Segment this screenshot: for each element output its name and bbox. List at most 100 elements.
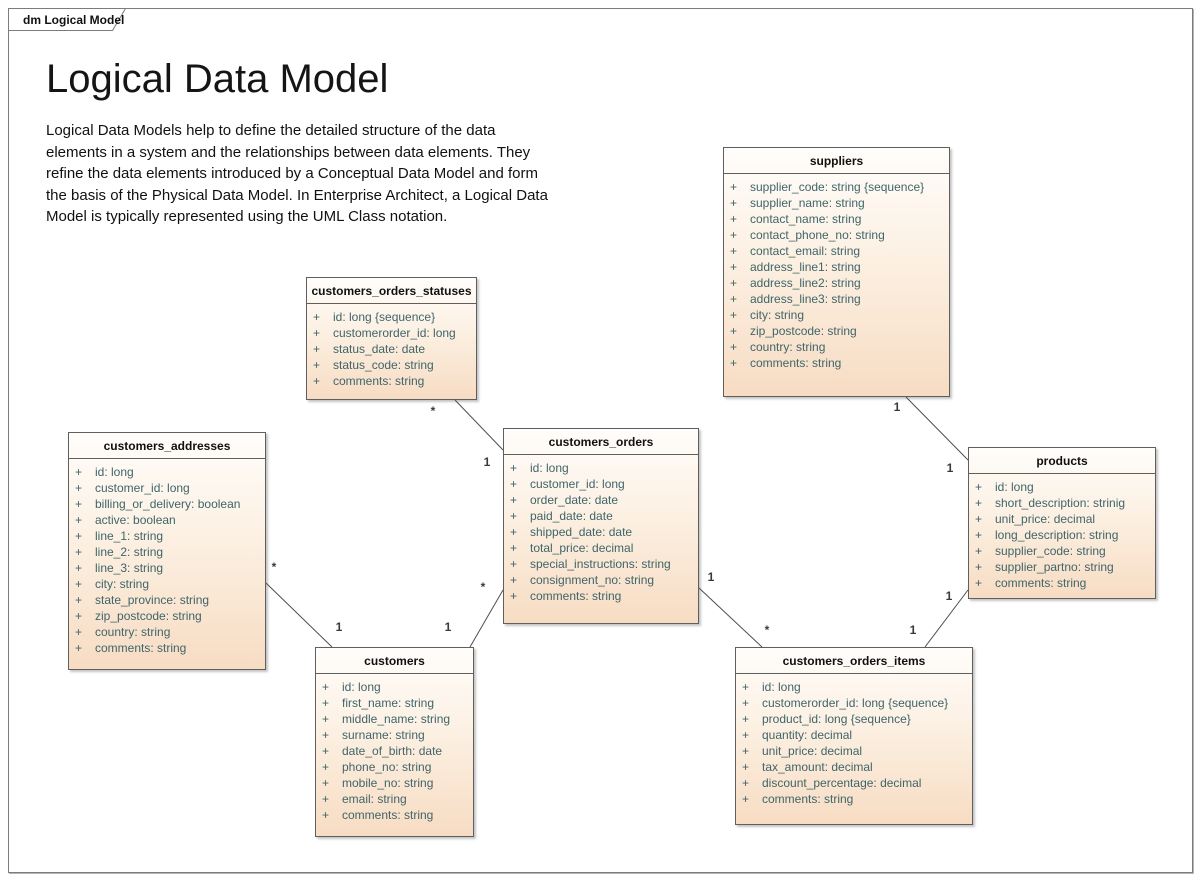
entity-attribute: +special_instructions: string — [510, 556, 694, 572]
attribute-visibility: + — [730, 196, 738, 210]
entity-attribute: +comments: string — [322, 807, 469, 823]
attribute-visibility: + — [975, 560, 983, 574]
attribute-signature: customer_id: long — [95, 481, 190, 495]
entity-attribute: +short_description: strinig — [975, 495, 1151, 511]
attribute-visibility: + — [75, 641, 83, 655]
attribute-signature: id: long — [95, 465, 134, 479]
attribute-signature: quantity: decimal — [762, 728, 853, 742]
attribute-visibility: + — [730, 260, 738, 274]
entity-attribute: +state_province: string — [75, 592, 261, 608]
attribute-visibility: + — [510, 557, 518, 571]
attribute-signature: mobile_no: string — [342, 776, 434, 790]
attribute-visibility: + — [322, 776, 330, 790]
entity-attribute: +total_price: decimal — [510, 540, 694, 556]
attribute-visibility: + — [730, 324, 738, 338]
multiplicity-label-source: * — [480, 580, 486, 594]
attribute-signature: unit_price: decimal — [995, 512, 1096, 526]
entity-attribute: +comments: string — [510, 588, 694, 604]
attribute-visibility: + — [975, 496, 983, 510]
attribute-signature: line_2: string — [95, 545, 164, 559]
attribute-visibility: + — [730, 180, 738, 194]
attribute-signature: supplier_code: string — [995, 544, 1106, 558]
attribute-signature: tax_amount: decimal — [762, 760, 873, 774]
attribute-visibility: + — [75, 481, 83, 495]
multiplicity-label-source: 1 — [893, 400, 901, 414]
attribute-visibility: + — [510, 493, 518, 507]
attribute-visibility: + — [975, 576, 983, 590]
entity-attribute: +middle_name: string — [322, 711, 469, 727]
entity-attribute: +phone_no: string — [322, 759, 469, 775]
entity-attribute: +supplier_partno: string — [975, 559, 1151, 575]
entity-attribute-list: +supplier_code: string {sequence}+suppli… — [724, 174, 949, 375]
attribute-visibility: + — [322, 792, 330, 806]
multiplicity-label-target: 1 — [946, 461, 954, 475]
entity-attribute: +id: long — [75, 464, 261, 480]
attribute-signature: unit_price: decimal — [762, 744, 863, 758]
entity-attribute-list: + id: long+customerorder_id: long {sequen… — [736, 674, 972, 811]
attribute-signature: active: boolean — [95, 513, 176, 527]
entity-attribute: +email: string — [322, 791, 469, 807]
entity-name: products — [969, 448, 1155, 474]
attribute-signature: id: long — [762, 680, 801, 694]
attribute-signature: status_code: string — [333, 358, 434, 372]
attribute-signature: zip_postcode: string — [95, 609, 202, 623]
attribute-signature: order_date: date — [530, 493, 619, 507]
entity-attribute-list: +id: long {sequence}+customerorder_id: l… — [307, 304, 476, 393]
attribute-signature: city: string — [95, 577, 150, 591]
attribute-signature: country: string — [95, 625, 171, 639]
diagram-frame-tab: dm Logical Model — [8, 8, 140, 33]
attribute-visibility: + — [730, 212, 738, 226]
multiplicity-label-target: 1 — [444, 620, 452, 634]
entity-attribute: +discount_percentage: decimal — [742, 775, 968, 791]
relationship-customers_orders-to-customers — [469, 589, 504, 648]
attribute-visibility: + — [313, 374, 321, 388]
entity-attribute: +zip_postcode: string — [730, 323, 945, 339]
attribute-signature: billing_or_delivery: boolean — [95, 497, 241, 511]
attribute-signature: customerorder_id: long {sequence} — [762, 696, 949, 710]
attribute-visibility: + — [75, 529, 83, 543]
entity-attribute: +paid_date: date — [510, 508, 694, 524]
relationship-customers_orders_statuses-to-customers_orders — [454, 399, 504, 451]
entity-name: customers_addresses — [69, 433, 265, 459]
entity-attribute: + customerorder_id: long — [313, 325, 472, 341]
entity-attribute: +city: string — [730, 307, 945, 323]
attribute-signature: comments: string — [333, 374, 425, 388]
attribute-signature: date_of_birth: date — [342, 744, 443, 758]
attribute-visibility: + — [730, 244, 738, 258]
entity-attribute: + comments: string — [313, 373, 472, 389]
attribute-visibility: + — [322, 744, 330, 758]
entity-attribute: +status_code: string — [313, 357, 472, 373]
entity-name: suppliers — [724, 148, 949, 174]
attribute-signature: contact_phone_no: string — [750, 228, 885, 242]
entity-name: customers_orders_items — [736, 648, 972, 674]
entity-attribute: +address_line3: string — [730, 291, 945, 307]
attribute-visibility: + — [313, 326, 321, 340]
attribute-visibility: + — [322, 760, 330, 774]
attribute-signature: customerorder_id: long — [333, 326, 456, 340]
attribute-signature: address_line1: string — [750, 260, 861, 274]
attribute-signature: comments: string — [750, 356, 842, 370]
attribute-visibility: + — [730, 340, 738, 354]
entity-attribute-list: +id: long+customer_id: long+billing_or_d… — [69, 459, 265, 660]
attribute-signature: discount_percentage: decimal — [762, 776, 922, 790]
entity-attribute: +line_2: string — [75, 544, 261, 560]
attribute-visibility: + — [730, 308, 738, 322]
entity-attribute: +billing_or_delivery: boolean — [75, 496, 261, 512]
attribute-signature: supplier_name: string — [750, 196, 865, 210]
attribute-visibility: + — [742, 680, 750, 694]
relationship-customers_addresses-to-customers — [265, 582, 333, 648]
entity-attribute: + customer_id: long — [75, 480, 261, 496]
entity-attribute: +country: string — [75, 624, 261, 640]
attribute-visibility: + — [75, 577, 83, 591]
entity-attribute: +country: string — [730, 339, 945, 355]
entity-attribute: +customerorder_id: long {sequence} — [742, 695, 968, 711]
attribute-visibility: + — [975, 528, 983, 542]
entity-attribute: + date_of_birth: date — [322, 743, 469, 759]
attribute-visibility: + — [730, 228, 738, 242]
attribute-signature: middle_name: string — [342, 712, 451, 726]
entity-attribute: +unit_price: decimal — [975, 511, 1151, 527]
entity-attribute: +address_line2: string — [730, 275, 945, 291]
attribute-signature: id: long — [342, 680, 381, 694]
attribute-visibility: + — [75, 593, 83, 607]
entity-attribute: +status_date: date — [313, 341, 472, 357]
